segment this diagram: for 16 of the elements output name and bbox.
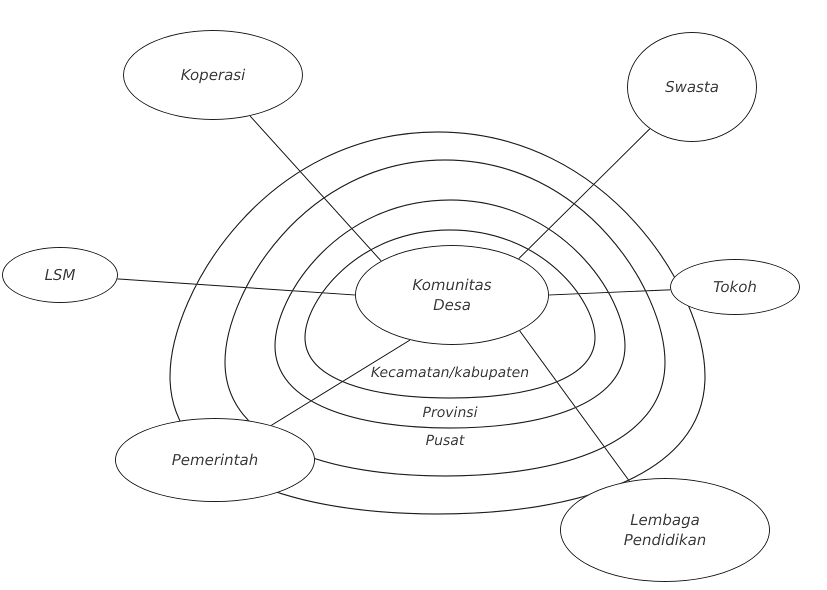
- connector-line: [548, 289, 670, 296]
- connector-line: [117, 278, 356, 296]
- connector-line: [250, 116, 382, 262]
- ellipse-node: Lembaga Pendidikan: [560, 478, 770, 582]
- ellipse-node: Koperasi: [123, 30, 303, 120]
- ellipse-node: Komunitas Desa: [355, 245, 549, 345]
- ring-label: Kecamatan/kabupaten: [370, 365, 530, 381]
- ellipse-node: Tokoh: [670, 259, 800, 315]
- connector-line: [518, 128, 650, 260]
- ring-label: Pusat: [426, 433, 464, 449]
- ring-label: Provinsi: [422, 405, 478, 421]
- ellipse-node: LSM: [2, 247, 118, 303]
- connector-line: [271, 340, 410, 426]
- ellipse-node: Swasta: [627, 32, 757, 142]
- connector-line: [519, 330, 630, 482]
- ellipse-node: Pemerintah: [115, 418, 315, 502]
